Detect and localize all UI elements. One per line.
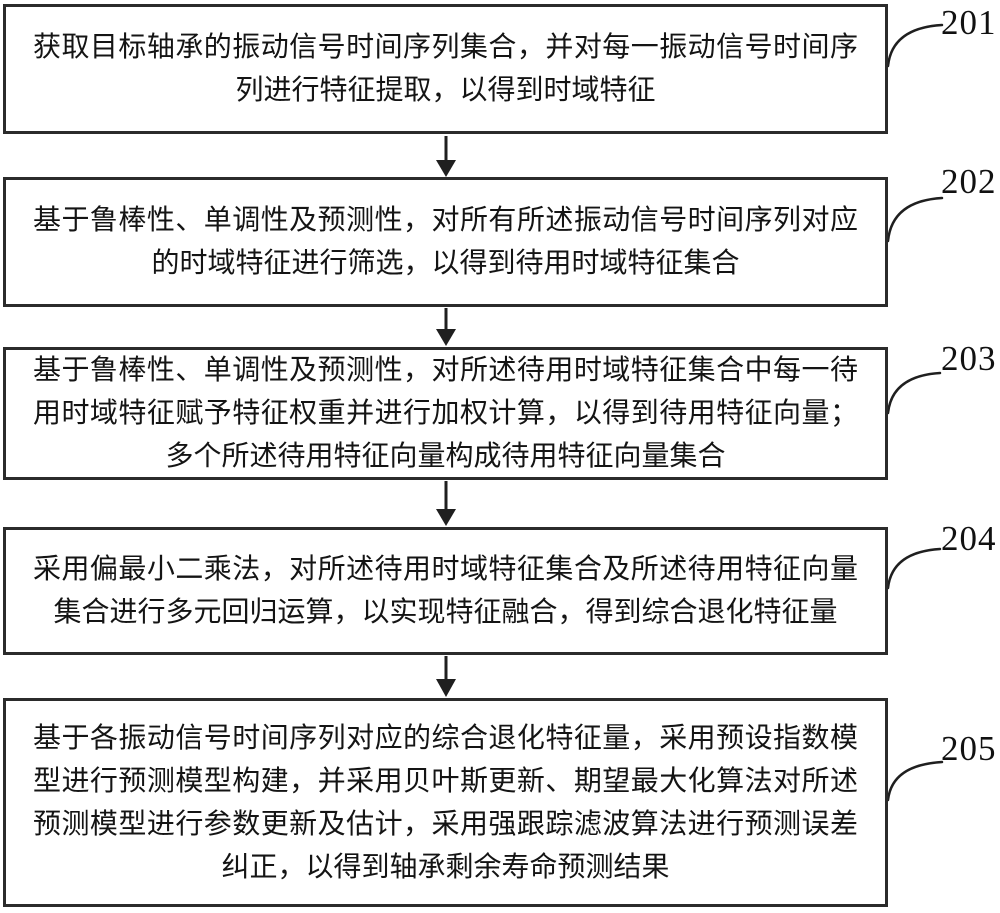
step-text-line: 多个所述待用特征向量构成待用特征向量集合 (165, 441, 726, 472)
step-text-line: 纠正，以得到轴承剩余寿命预测结果 (221, 851, 670, 883)
ref-number-203: 203 (941, 339, 997, 378)
ref-number-204: 204 (941, 519, 997, 558)
ref-number-205: 205 (941, 729, 997, 768)
ref-leader-line-201 (886, 23, 944, 68)
ref-leader-line-203 (886, 371, 942, 415)
step-text-line: 用时域特征赋予特征权重并进行加权计算，以得到待用特征向量； (33, 398, 858, 429)
ref-leader-line-202 (886, 196, 944, 243)
step-box-204: 采用偏最小二乘法，对所述待用时域特征集合及所述待用特征向量 集合进行多元回归运算… (3, 527, 888, 655)
arrow-down-icon-3 (436, 481, 456, 526)
arrow-down-icon-1 (436, 136, 456, 177)
step-text-line: 的时域特征进行筛选，以得到待用时域特征集合 (151, 248, 740, 279)
ref-number-202: 202 (941, 162, 997, 201)
ref-leader-line-204 (886, 547, 942, 590)
step-text-line: 基于鲁棒性、单调性及预测性，对所述待用时域特征集合中每一待 (33, 355, 858, 386)
ref-number-201: 201 (941, 3, 997, 42)
step-text-line: 采用偏最小二乘法，对所述待用时域特征集合及所述待用特征向量 (33, 554, 858, 585)
step-box-203: 基于鲁棒性、单调性及预测性，对所述待用时域特征集合中每一待 用时域特征赋予特征权… (3, 347, 888, 480)
arrow-down-icon-4 (436, 656, 456, 697)
step-text-line: 基于各振动信号时间序列对应的综合退化特征量，采用预设指数模 (33, 722, 858, 754)
step-text-line: 型进行预测模型构建，并采用贝叶斯更新、期望最大化算法对所述 (33, 765, 858, 797)
step-box-202: 基于鲁棒性、单调性及预测性，对所有所述振动信号时间序列对应 的时域特征进行筛选，… (3, 177, 888, 307)
ref-leader-line-205 (886, 760, 944, 802)
step-text-line: 列进行特征提取，以得到时域特征 (235, 75, 656, 106)
step-text-line: 预测模型进行参数更新及估计，采用强跟踪滤波算法进行预测误差 (33, 808, 858, 840)
arrow-down-icon-2 (436, 308, 456, 346)
step-box-205: 基于各振动信号时间序列对应的综合退化特征量，采用预设指数模 型进行预测模型构建，… (3, 698, 888, 907)
step-text-line: 基于鲁棒性、单调性及预测性，对所有所述振动信号时间序列对应 (33, 205, 858, 236)
step-text-line: 集合进行多元回归运算，以实现特征融合，得到综合退化特征量 (53, 597, 838, 628)
step-box-201: 获取目标轴承的振动信号时间序列集合，并对每一振动信号时间序 列进行特征提取，以得… (3, 4, 888, 134)
step-text-line: 获取目标轴承的振动信号时间序列集合，并对每一振动信号时间序 (33, 32, 858, 63)
